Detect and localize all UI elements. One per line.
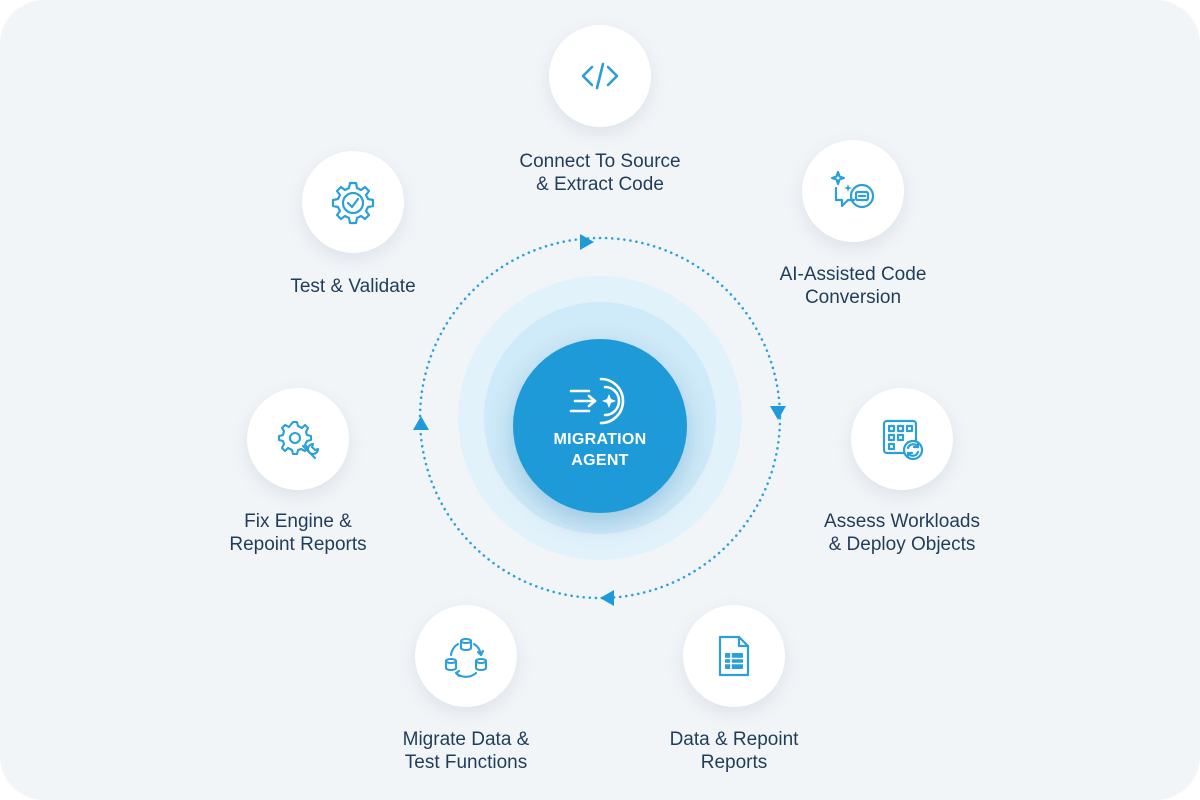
step-label-connect-source: Connect To Source & Extract Code [519, 151, 681, 195]
dotted-cycle-ring [418, 236, 782, 600]
step-node-test-validate[interactable] [302, 151, 404, 253]
center-title: MIGRATION AGENT [553, 431, 647, 469]
step-label-test-validate: Test & Validate [290, 276, 416, 297]
ring-arrow-left [413, 416, 429, 430]
step-label-data-repoint: Data & Repoint Reports [669, 729, 799, 773]
migration-agent-icon [569, 377, 625, 425]
ring-arrow-bottom [600, 590, 614, 606]
step-node-data-repoint[interactable] [683, 605, 785, 707]
spreadsheet-document-icon [718, 635, 750, 677]
step-node-migrate-data[interactable] [415, 605, 517, 707]
gear-check-icon [331, 181, 375, 225]
step-label-ai-conversion: AI-Assisted Code Conversion [779, 264, 927, 308]
code-brackets-icon [581, 62, 619, 90]
ring-arrow-top [580, 234, 594, 250]
grid-refresh-icon [882, 419, 924, 461]
step-label-assess-workloads: Assess Workloads & Deploy Objects [824, 511, 980, 555]
step-node-fix-engine[interactable] [247, 388, 349, 490]
ring-arrow-right [770, 406, 786, 420]
migration-agent-node[interactable]: MIGRATION AGENT [513, 339, 687, 513]
database-cycle-icon [444, 637, 488, 678]
step-label-migrate-data: Migrate Data & Test Functions [402, 729, 530, 773]
step-node-ai-conversion[interactable] [802, 140, 904, 242]
step-label-fix-engine: Fix Engine & Repoint Reports [229, 511, 367, 555]
gear-wrench-icon [277, 420, 320, 460]
ai-chat-icon [830, 170, 875, 209]
step-node-connect-source[interactable] [549, 25, 651, 127]
step-node-assess-workloads[interactable] [851, 388, 953, 490]
